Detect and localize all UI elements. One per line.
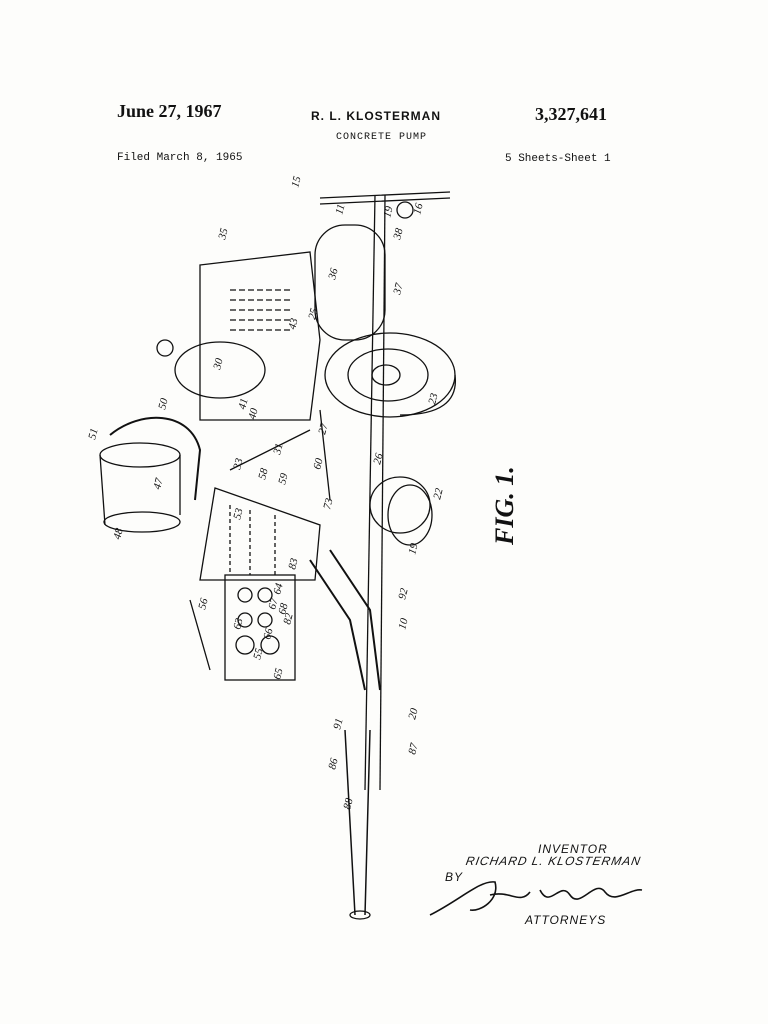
- reference-numeral: 19: [406, 542, 421, 556]
- reference-numeral: 86: [326, 757, 341, 771]
- reference-numeral: 87: [406, 742, 421, 756]
- attorney-signature: [429, 881, 643, 916]
- reference-numeral: 91: [331, 717, 345, 731]
- engine-housing: [199, 251, 321, 421]
- reference-numeral: 65: [271, 667, 286, 681]
- reference-numeral: 88: [341, 797, 356, 811]
- patent-date: June 27, 1967: [117, 101, 222, 121]
- reference-numeral: 53: [231, 507, 246, 521]
- reference-numeral: 60: [311, 457, 326, 471]
- inventor-label: INVENTOR: [538, 842, 608, 856]
- discharge-pipe: [344, 729, 371, 916]
- reference-numeral: 25: [306, 307, 321, 321]
- reference-numeral: 19: [381, 205, 396, 219]
- cone-53: [199, 487, 321, 581]
- by-label: BY: [445, 870, 464, 884]
- tow-bar: [319, 191, 451, 205]
- reference-numeral: 38: [391, 227, 406, 242]
- reference-numeral: 23: [426, 392, 441, 406]
- reference-numeral: 55: [251, 647, 266, 661]
- reference-numeral: 27: [316, 422, 331, 436]
- reference-numeral: 35: [216, 227, 231, 242]
- reference-numeral: 10: [396, 617, 411, 631]
- reference-numeral: 37: [391, 282, 406, 297]
- front-wheel: [369, 476, 433, 546]
- inventor-header: R. L. KLOSTERMAN: [311, 109, 441, 123]
- reference-numeral: 59: [276, 472, 291, 486]
- patent-title: CONCRETE PUMP: [336, 132, 428, 143]
- reference-numeral: 33: [231, 457, 246, 472]
- reference-numeral: 48: [111, 527, 126, 541]
- rear-wheel: [324, 332, 456, 418]
- sheet-count: 5 Sheets-Sheet 1: [505, 153, 611, 165]
- reference-numeral: 50: [156, 397, 171, 411]
- control-panel: [224, 574, 296, 681]
- reference-numeral: 92: [396, 587, 411, 601]
- tank-36: [314, 224, 386, 341]
- reference-numeral: 73: [321, 497, 336, 511]
- patent-number: 3,327,641: [535, 104, 607, 124]
- reference-numeral: 51: [86, 427, 100, 441]
- reference-numeral: 26: [371, 452, 386, 466]
- pump-pipe: [309, 559, 366, 691]
- reference-numeral: 20: [406, 707, 421, 721]
- cylinder-30: [174, 341, 266, 399]
- reference-numeral: 22: [431, 487, 446, 501]
- reference-numeral: 63: [231, 617, 246, 631]
- figure-label: FIG. 1.: [490, 466, 519, 545]
- reference-numeral: 83: [286, 557, 301, 571]
- reference-numeral: 41: [236, 397, 250, 411]
- reference-numeral: 66: [261, 627, 276, 641]
- reference-numeral: 56: [196, 597, 211, 611]
- reference-numeral: 40: [246, 407, 261, 421]
- reference-numeral: 36: [326, 267, 341, 282]
- inventor-signature-name: RICHARD L. KLOSTERMAN: [464, 854, 643, 868]
- filed-date: Filed March 8, 1965: [117, 152, 243, 164]
- reference-numeral: 47: [151, 477, 166, 491]
- reference-numeral: 64: [271, 582, 286, 596]
- elbow-pipe: [109, 416, 202, 501]
- reference-numeral: 67: [266, 597, 281, 611]
- reference-numeral: 15: [289, 175, 304, 189]
- reference-numeral: 11: [333, 203, 347, 216]
- chassis-beam: [364, 194, 376, 791]
- reference-numeral: 31: [271, 442, 286, 457]
- reference-numeral: 82: [281, 612, 296, 626]
- reference-numeral: 30: [211, 357, 226, 372]
- reference-numeral: 58: [256, 467, 271, 481]
- reference-numeral: 43: [286, 317, 301, 331]
- reference-numeral: 68: [276, 602, 291, 616]
- attorneys-label: ATTORNEYS: [525, 913, 607, 927]
- hopper-47: [99, 442, 181, 533]
- reference-numeral: 16: [411, 202, 426, 216]
